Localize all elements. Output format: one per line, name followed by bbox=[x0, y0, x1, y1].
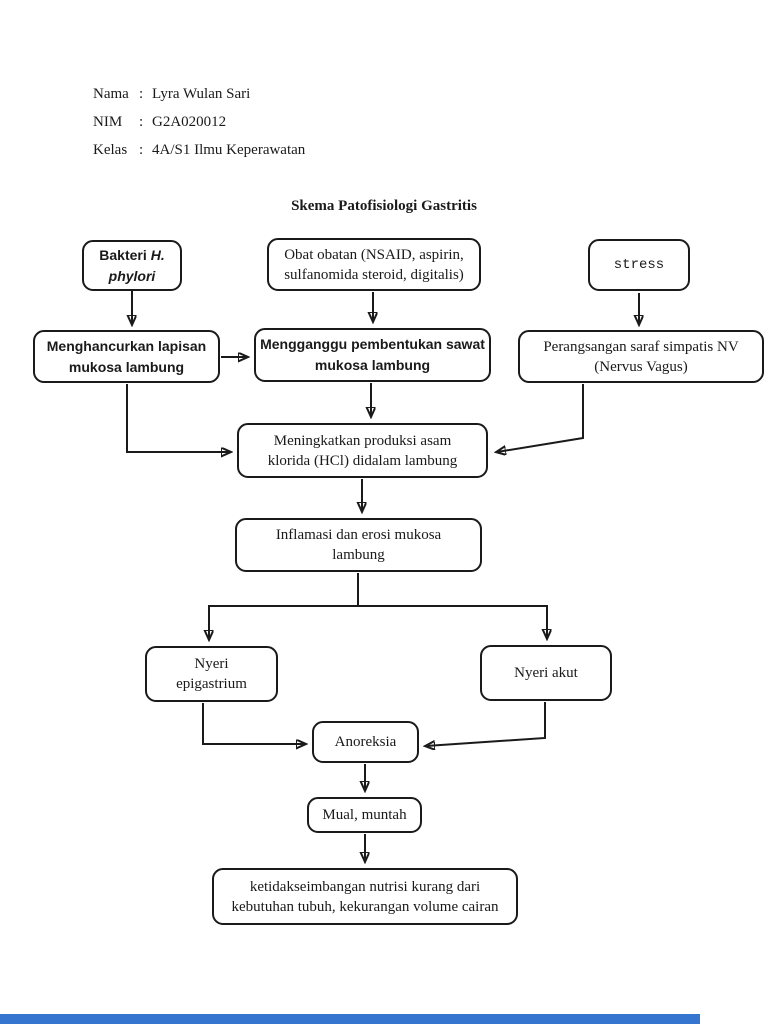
bottom-bar bbox=[0, 1014, 700, 1024]
node-menghancurkan: Menghancurkan lapisan mukosa lambung bbox=[33, 330, 220, 383]
bakteri-h-text: H. bbox=[150, 246, 165, 263]
node-ketidakseimbangan: ketidakseimbangan nutrisi kurang dari ke… bbox=[212, 868, 518, 925]
arrow-menghancurkan-to-hcl bbox=[126, 384, 230, 452]
node-inflamasi: Inflamasi dan erosi mukosa lambung bbox=[235, 518, 482, 572]
node-menghancurkan-line2: mukosa lambung bbox=[68, 358, 185, 375]
node-hcl: Meningkatkan produksi asam klorida (HCl)… bbox=[237, 423, 488, 478]
node-stress: stress bbox=[588, 239, 690, 291]
diagram-title: Skema Patofisiologi Gastritis bbox=[291, 198, 477, 214]
node-obat-obatan: Obat obatan (NSAID, aspirin, sulfanomida… bbox=[267, 238, 481, 291]
header-row-nama: Nama : Lyra Wulan Sari bbox=[93, 86, 305, 114]
node-anoreksia: Anoreksia bbox=[312, 721, 419, 763]
nim-label: NIM bbox=[93, 114, 123, 130]
node-stress-label: stress bbox=[613, 257, 665, 273]
nim-value: G2A020012 bbox=[152, 114, 227, 130]
node-nyeri-akut-label: Nyeri akut bbox=[514, 665, 578, 681]
node-perangsangan: Perangsangan saraf simpatis NV (Nervus V… bbox=[518, 330, 764, 383]
nim-separator: : bbox=[139, 114, 144, 130]
header-row-kelas: Kelas : 4A/S1 Ilmu Keperawatan bbox=[93, 142, 305, 170]
node-hcl-line2: klorida (HCl) didalam lambung bbox=[267, 452, 458, 469]
node-menghancurkan-line1: Menghancurkan lapisan bbox=[46, 337, 207, 354]
node-bakteri-line2: phylori bbox=[108, 267, 156, 284]
node-mual-muntah: Mual, muntah bbox=[307, 797, 422, 833]
node-hcl-line1: Meningkatkan produksi asam bbox=[273, 432, 452, 449]
node-ketidakseimbangan-line1: ketidakseimbangan nutrisi kurang dari bbox=[249, 878, 481, 895]
node-nyeri-epigastrium-line1: Nyeri bbox=[194, 656, 229, 672]
node-mual-muntah-label: Mual, muntah bbox=[322, 807, 407, 823]
arrow-perangsangan-to-hcl bbox=[497, 384, 584, 452]
kelas-separator: : bbox=[139, 142, 144, 158]
header-row-nim: NIM : G2A020012 bbox=[93, 114, 305, 142]
node-inflamasi-line1: Inflamasi dan erosi mukosa bbox=[275, 527, 442, 543]
node-perangsangan-line1: Perangsangan saraf simpatis NV bbox=[543, 338, 739, 355]
bakteri-text: Bakteri bbox=[99, 246, 147, 263]
node-nyeri-epigastrium-line2: epigastrium bbox=[176, 676, 247, 692]
arrow-nyeri-epigastrium-to-anoreksia bbox=[202, 703, 305, 744]
node-nyeri-akut: Nyeri akut bbox=[480, 645, 612, 701]
node-ketidakseimbangan-line2: kebutuhan tubuh, kekurangan volume caira… bbox=[231, 898, 499, 915]
kelas-label: Kelas bbox=[93, 142, 128, 158]
nama-value: Lyra Wulan Sari bbox=[152, 86, 251, 102]
arrow-nyeri-akut-to-anoreksia bbox=[426, 702, 546, 746]
node-nyeri-epigastrium: Nyeri epigastrium bbox=[145, 646, 278, 702]
kelas-value: 4A/S1 Ilmu Keperawatan bbox=[152, 142, 306, 158]
nama-label: Nama bbox=[93, 86, 129, 102]
node-mengganggu: Mengganggu pembentukan sawat mukosa lamb… bbox=[254, 328, 491, 382]
node-mengganggu-line1: Mengganggu pembentukan sawat bbox=[260, 336, 485, 352]
node-inflamasi-line2: lambung bbox=[332, 547, 385, 563]
nama-separator: : bbox=[139, 86, 144, 102]
node-mengganggu-line2: mukosa lambung bbox=[314, 357, 431, 373]
node-perangsangan-line2: (Nervus Vagus) bbox=[594, 358, 688, 375]
node-anoreksia-label: Anoreksia bbox=[334, 734, 397, 750]
node-obat-line2: sulfanomida steroid, digitalis) bbox=[284, 266, 464, 283]
node-obat-line1: Obat obatan (NSAID, aspirin, bbox=[284, 246, 464, 263]
student-identity-block: Nama : Lyra Wulan Sari NIM : G2A020012 K… bbox=[93, 86, 305, 170]
